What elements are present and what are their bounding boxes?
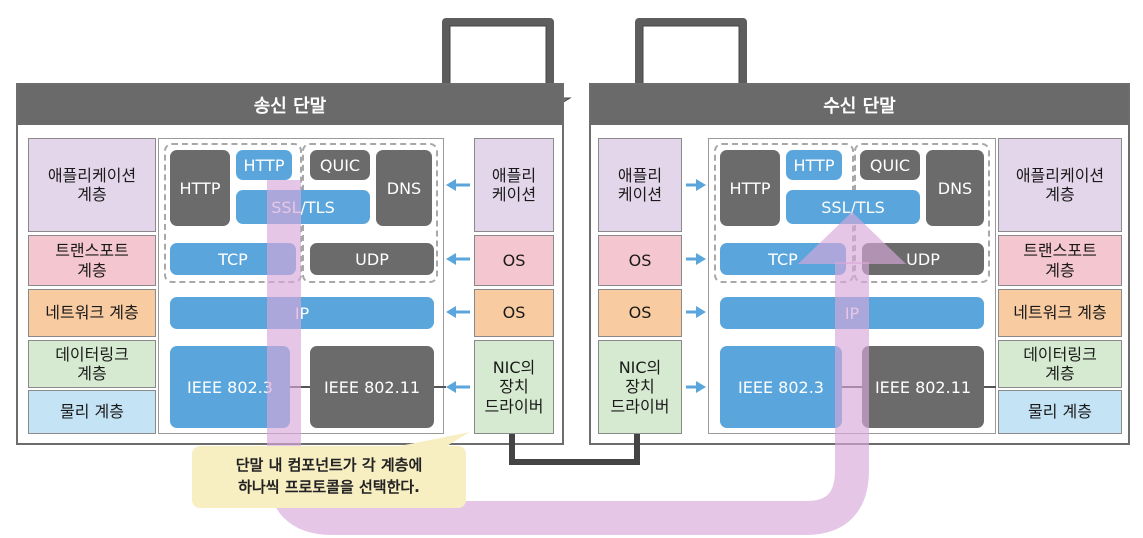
receiver-quic: QUIC: [860, 150, 920, 180]
sender-udp: UDP: [310, 243, 434, 275]
callout-note: 단말 내 컴포넌트가 각 계층에 하나씩 프로토콜을 선택한다.: [192, 446, 466, 508]
receiver-ssl-tls: SSL/TLS: [786, 190, 920, 224]
sender-http-left: HTTP: [170, 150, 230, 226]
receiver-http-top: HTTP: [786, 150, 842, 180]
receiver-dns: DNS: [926, 150, 984, 226]
sender-software-nic-driver: NIC의 장치 드라이버: [474, 340, 554, 434]
receiver-software-os-network: OS: [598, 289, 682, 337]
sender-software-application: 애플리 케이션: [474, 138, 554, 232]
sender-layer-physical: 물리 계층: [28, 390, 156, 434]
receiver-software-os-transport: OS: [598, 235, 682, 286]
sender-dns: DNS: [376, 150, 432, 226]
receiver-software-application: 애플리 케이션: [598, 138, 682, 232]
receiver-ip: IP: [720, 297, 984, 329]
sender-tcp: TCP: [170, 243, 296, 275]
receiver-layer-network: 네트워크 계층: [998, 289, 1122, 337]
receiver-layer-datalink: 데이터링크 계층: [998, 340, 1122, 388]
receiver-udp: UDP: [862, 243, 984, 275]
receiver-tcp: TCP: [720, 243, 846, 275]
sender-layer-transport: 트랜스포트 계층: [28, 235, 156, 286]
sender-layer-network: 네트워크 계층: [28, 289, 156, 337]
receiver-http-left: HTTP: [720, 150, 780, 226]
receiver-software-nic-driver: NIC의 장치 드라이버: [598, 340, 682, 434]
sender-quic: QUIC: [310, 150, 370, 180]
receiver-title: 수신 단말: [591, 85, 1128, 125]
sender-software-os-network: OS: [474, 289, 554, 337]
sender-ssl-tls: SSL/TLS: [236, 190, 370, 224]
sender-layer-datalink: 데이터링크 계층: [28, 340, 156, 388]
receiver-layer-physical: 물리 계층: [998, 390, 1122, 434]
sender-ip: IP: [170, 297, 434, 329]
sender-http-top: HTTP: [236, 150, 292, 180]
sender-software-os-transport: OS: [474, 235, 554, 286]
sender-ieee-80211: IEEE 802.11: [310, 346, 434, 428]
receiver-layer-transport: 트랜스포트 계층: [998, 235, 1122, 286]
sender-layer-application: 애플리케이션 계층: [28, 138, 156, 232]
receiver-ieee-8023: IEEE 802.3: [720, 346, 842, 428]
sender-title: 송신 단말: [18, 85, 562, 125]
sender-ieee-8023: IEEE 802.3: [170, 346, 290, 428]
receiver-ieee-80211: IEEE 802.11: [862, 346, 984, 428]
receiver-layer-application: 애플리케이션 계층: [998, 138, 1122, 232]
